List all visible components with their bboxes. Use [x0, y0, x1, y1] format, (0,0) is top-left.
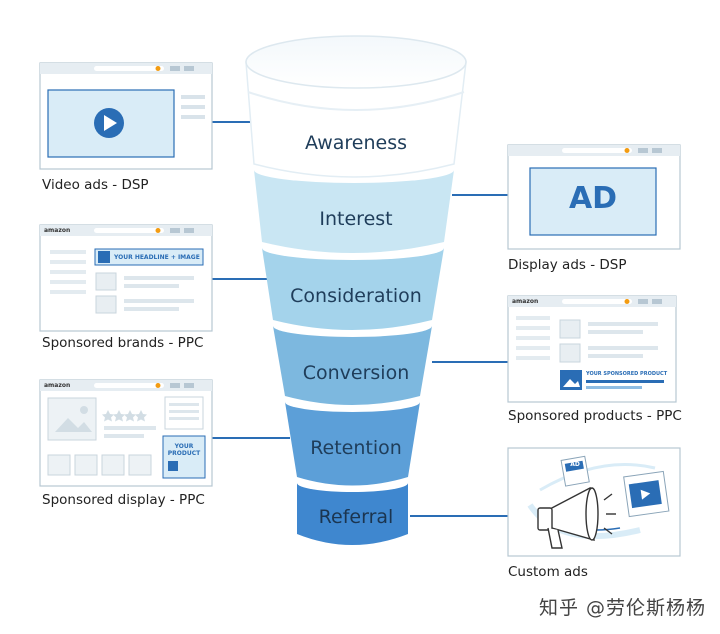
funnel-stage-conversion	[273, 326, 432, 405]
funnel-label-interest: Interest	[319, 208, 393, 230]
image-icon	[168, 461, 178, 471]
funnel-label-referral: Referral	[318, 506, 394, 528]
image-icon	[98, 251, 110, 263]
funnel-top-rim	[245, 35, 467, 89]
funnel-label-consideration: Consideration	[290, 285, 422, 307]
card-sponsored-brands	[39, 224, 213, 332]
product-text-line1: YOUR	[174, 443, 194, 450]
rating-stars	[102, 410, 147, 422]
headline-text: YOUR HEADLINE + IMAGE	[114, 254, 200, 261]
card-video-ads	[39, 62, 213, 170]
funnel-label-retention: Retention	[310, 437, 402, 459]
funnel-label-awareness: Awareness	[304, 132, 408, 154]
product-text-line2: PRODUCT	[167, 450, 201, 457]
funnel-stage-retention	[285, 402, 420, 486]
card-display-ads	[507, 144, 681, 250]
funnel	[245, 35, 467, 545]
funnel-stage-referral	[297, 483, 408, 545]
funnel-inner-rim	[247, 91, 465, 111]
brand-logo-sponsored-brands: amazon	[44, 227, 71, 234]
sponsored-product-text: YOUR SPONSORED PRODUCT	[586, 371, 668, 377]
card-sponsored-products	[507, 295, 677, 403]
card-custom-ads	[507, 447, 681, 557]
caption-sponsored-brands: Sponsored brands - PPC	[42, 335, 204, 351]
funnel-label-conversion: Conversion	[302, 362, 410, 384]
caption-video-ads: Video ads - DSP	[42, 177, 149, 193]
watermark: 知乎 @劳伦斯杨杨	[538, 597, 706, 619]
product-image-placeholder	[47, 397, 97, 441]
custom-ad-tag: AD	[570, 461, 580, 468]
brand-logo-sponsored-products: amazon	[512, 298, 539, 305]
connector-lines	[212, 121, 508, 517]
card-sponsored-display	[39, 379, 213, 487]
funnel-stage-interest	[254, 170, 454, 253]
brand-logo-sponsored-display: amazon	[44, 382, 71, 389]
caption-display-ads: Display ads - DSP	[508, 257, 627, 273]
display-ad-text: AD	[568, 181, 618, 216]
megaphone-icon	[537, 486, 616, 549]
caption-sponsored-products: Sponsored products - PPC	[508, 408, 682, 424]
caption-custom-ads: Custom ads	[508, 564, 588, 580]
funnel-stage-consideration	[262, 248, 444, 330]
caption-sponsored-display: Sponsored display - PPC	[42, 492, 205, 508]
funnel-stage-awareness	[245, 61, 467, 178]
